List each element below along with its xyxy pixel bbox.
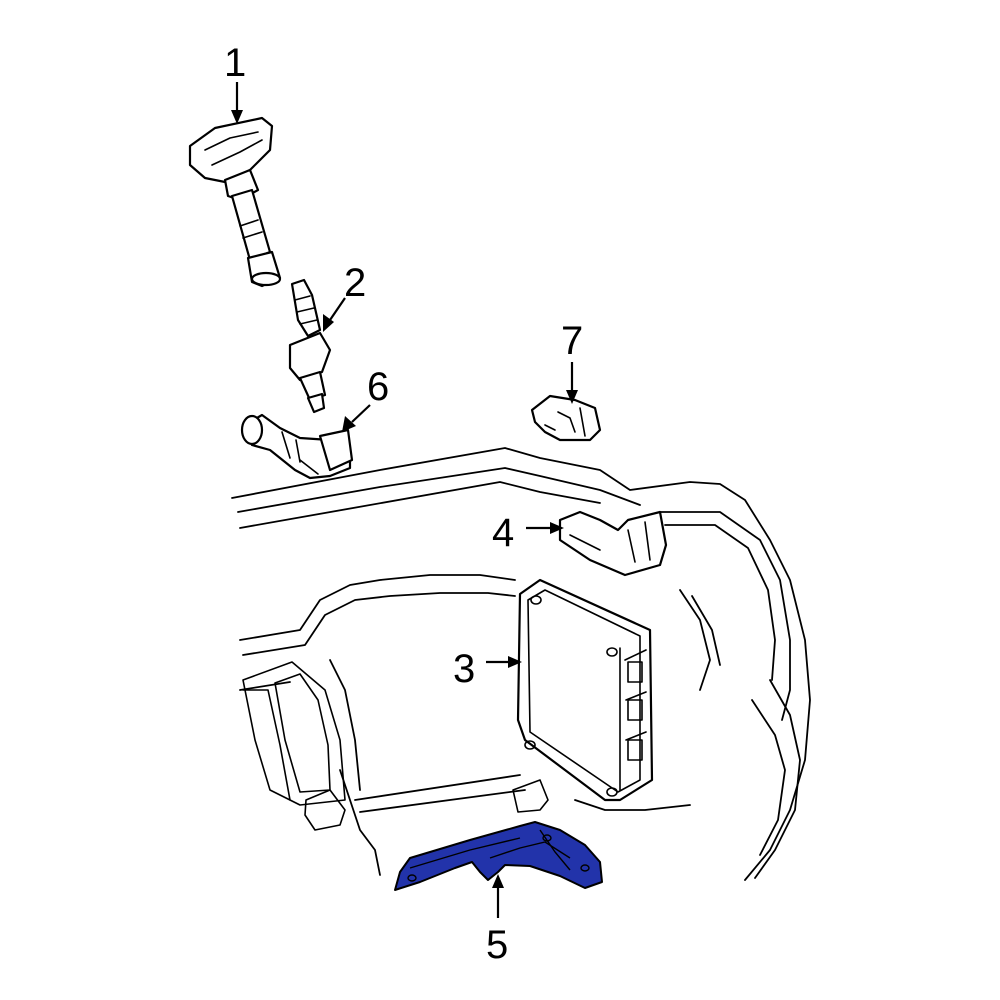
callout-arrows	[231, 82, 578, 918]
sensor[interactable]	[530, 394, 602, 442]
callout-1: 1	[224, 41, 246, 85]
engine-control-module[interactable]	[516, 578, 654, 802]
ecu-mounting-bracket-highlighted[interactable]	[394, 821, 603, 891]
callout-5: 5	[486, 923, 508, 967]
callout-2: 2	[344, 261, 366, 305]
dashboard-outline	[231, 447, 811, 881]
wire-boot[interactable]	[240, 413, 354, 480]
callout-3: 3	[453, 647, 475, 691]
callout-4: 4	[492, 511, 514, 555]
callout-7: 7	[561, 319, 583, 363]
callout-6: 6	[367, 365, 389, 409]
ecu-bracket[interactable]	[558, 510, 668, 577]
spark-plug[interactable]	[288, 278, 332, 414]
ignition-coil[interactable]	[188, 116, 282, 288]
